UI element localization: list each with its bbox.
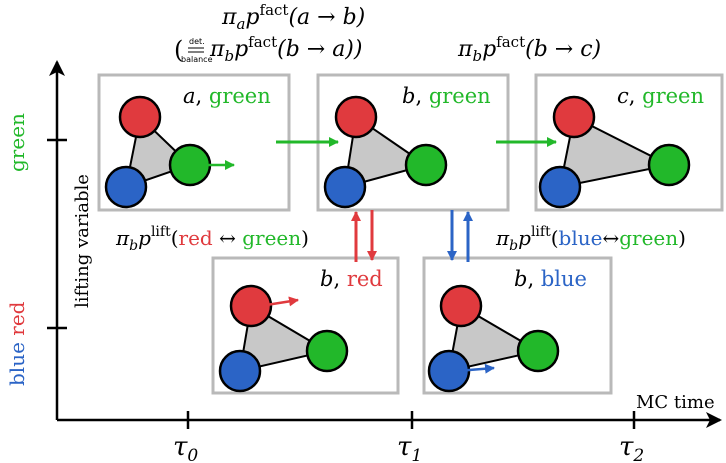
red-disk: [118, 95, 162, 139]
blue-disk: [104, 165, 148, 209]
x-tick-label-0: τ0: [173, 432, 198, 463]
label-lift-blue-green: πbplift(blue↔green): [495, 224, 686, 254]
label-lift-red-green: πbplift(red ↔ green): [115, 224, 309, 254]
state-label-a-green: a, green: [183, 84, 271, 108]
state-box-b-red: b, red: [211, 256, 400, 395]
x-tick-label-2: τ2: [619, 432, 644, 463]
green-disk: [647, 143, 691, 187]
state-label-b-red: b, red: [320, 267, 383, 291]
red-disk: [229, 284, 273, 328]
green-disk: [516, 329, 560, 373]
state-box-b-green: b, green: [316, 73, 510, 212]
x-tick-label-1: τ1: [397, 432, 422, 463]
red-disk: [334, 95, 378, 139]
state-label-b-green: b, green: [402, 84, 491, 108]
state-box-b-blue: b, blue: [422, 256, 613, 395]
state-label-b-blue: b, blue: [514, 267, 587, 291]
state-box-c-green: c, green: [534, 73, 724, 212]
label-balance-rate: πbpfact(b → a)): [209, 33, 362, 65]
y-axis-label: lifting variable: [72, 174, 93, 308]
blue-disk: [323, 165, 367, 209]
red-disk: [552, 95, 596, 139]
y-level-green: green: [5, 113, 29, 172]
blue-move-arrow: [456, 363, 495, 374]
red-disk: [439, 284, 483, 328]
label-move-b-to-c: πbpfact(b → c): [457, 33, 601, 65]
label-move-a-to-b: πapfact(a → b): [221, 1, 365, 33]
label-balance-open: (: [174, 36, 183, 64]
blue-disk: [218, 349, 262, 393]
label-balance-bot: balance: [181, 55, 213, 64]
state-label-c-green: c, green: [617, 84, 704, 108]
green-disk: [404, 143, 448, 187]
y-level-blue-red: blue red: [5, 301, 29, 386]
blue-disk: [538, 165, 582, 209]
x-axis-label: MC time: [636, 392, 715, 413]
label-balance-top: det.: [189, 37, 205, 46]
green-disk: [305, 329, 349, 373]
triangle-bond: [558, 115, 673, 189]
red-move-arrow: [259, 296, 299, 308]
state-box-a-green: a, green: [97, 73, 291, 212]
